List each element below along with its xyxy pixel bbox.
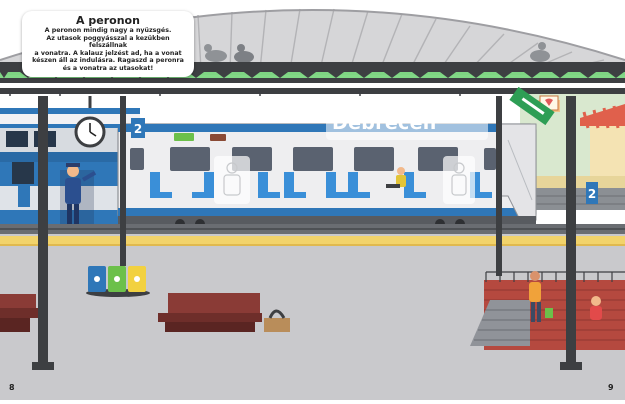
info-line: a vonatra. A kalauz jelzést ad, ha a von… [34, 49, 182, 57]
sticker-placeholders [214, 156, 475, 204]
page-number-left: 8 [9, 383, 15, 392]
stairway-entrance [470, 271, 625, 350]
bench [158, 293, 262, 332]
bench [0, 294, 38, 332]
backpack-icon [264, 309, 290, 332]
info-line: készen áll az indulásra. Ragaszd a peron… [32, 57, 184, 65]
seated-passenger [386, 167, 406, 188]
station-clock-icon [74, 96, 106, 148]
sticker-outline-figure [223, 162, 467, 196]
info-line: és a vonatra az utasokat! [62, 64, 154, 72]
platform-sign-number: 2 [588, 187, 596, 201]
info-line: A peronon mindig nagy a nyüzsgés. [44, 27, 172, 34]
info-line: Az utasok poggyásszal a kezükben felszál… [46, 34, 170, 50]
destination-sign: Debrecen [326, 106, 488, 140]
platform-sign [18, 118, 598, 207]
info-title: A peronon [76, 14, 140, 27]
train-seats [150, 172, 492, 198]
pigeon-icon [204, 42, 550, 63]
platform-sign-number: 2 [134, 122, 142, 136]
direction-sign [509, 86, 555, 126]
platform-pillar [32, 96, 582, 370]
info-box: A peronon A peronon mindig nagy a nyüzsg… [22, 11, 194, 77]
recycling-bins [86, 266, 150, 297]
page-number-right: 9 [608, 383, 614, 392]
recycle-icon [94, 276, 140, 282]
conductor [60, 163, 97, 228]
